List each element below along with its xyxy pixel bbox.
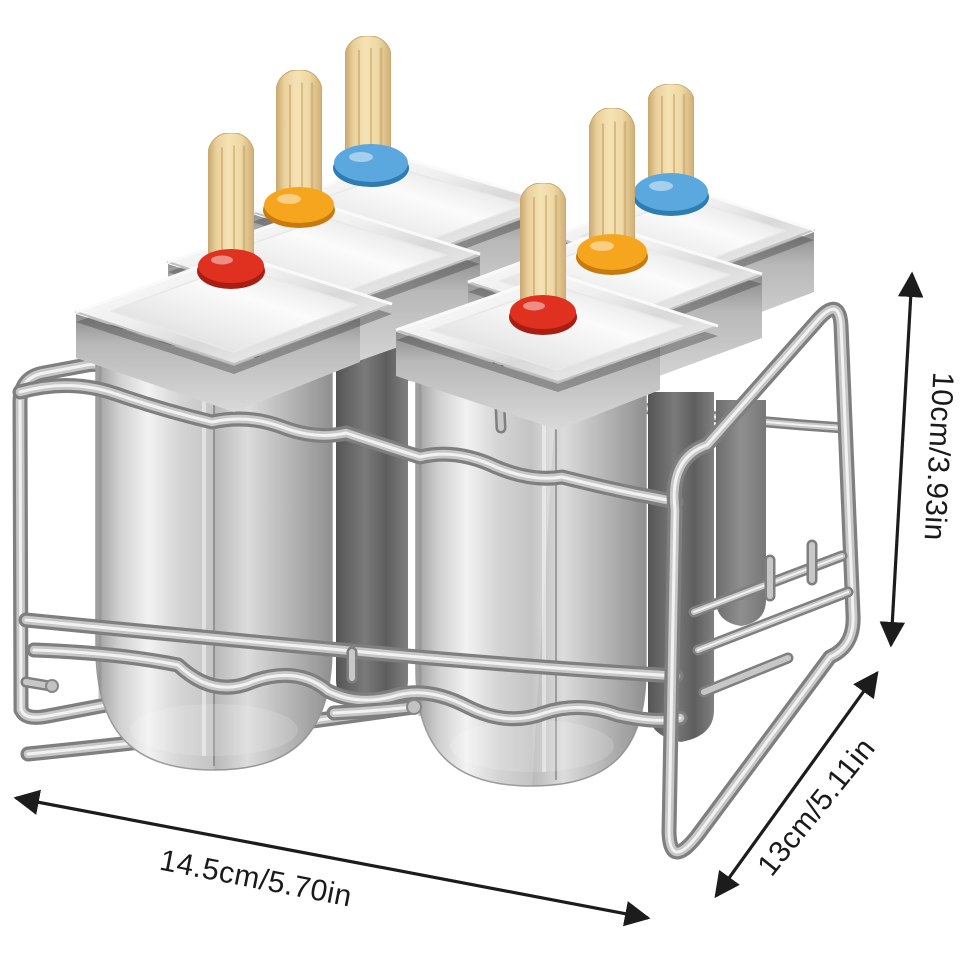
width-arrow bbox=[13, 789, 651, 927]
dimension-width: 14.5cm/5.70in bbox=[13, 789, 651, 927]
depth-arrow bbox=[714, 670, 879, 899]
stick-ring bbox=[633, 173, 709, 216]
rack-foot-bar-end bbox=[334, 699, 422, 714]
mold-box-side bbox=[396, 332, 660, 430]
rack-side-stub bbox=[26, 680, 59, 693]
stick-ring bbox=[197, 249, 265, 289]
mold-body-gap-back bbox=[716, 400, 766, 626]
stick-ring bbox=[576, 234, 648, 275]
mold-lid-inner bbox=[110, 265, 358, 353]
width-dimension-label: 14.5cm/5.70in bbox=[157, 844, 355, 914]
stick-ring bbox=[263, 187, 335, 228]
dimension-height: 10cm/3.93in bbox=[879, 271, 960, 648]
mold-left-front bbox=[75, 133, 393, 412]
popsicle-stick bbox=[589, 108, 635, 256]
mold-right-front bbox=[395, 183, 719, 430]
popsicle-mold-rack-product bbox=[20, 36, 853, 852]
height-arrow bbox=[879, 271, 924, 648]
mold-box-side bbox=[76, 314, 360, 412]
height-dimension-label: 10cm/3.93in bbox=[918, 371, 960, 541]
stick-ring bbox=[333, 144, 409, 187]
stick-ring bbox=[509, 295, 577, 335]
